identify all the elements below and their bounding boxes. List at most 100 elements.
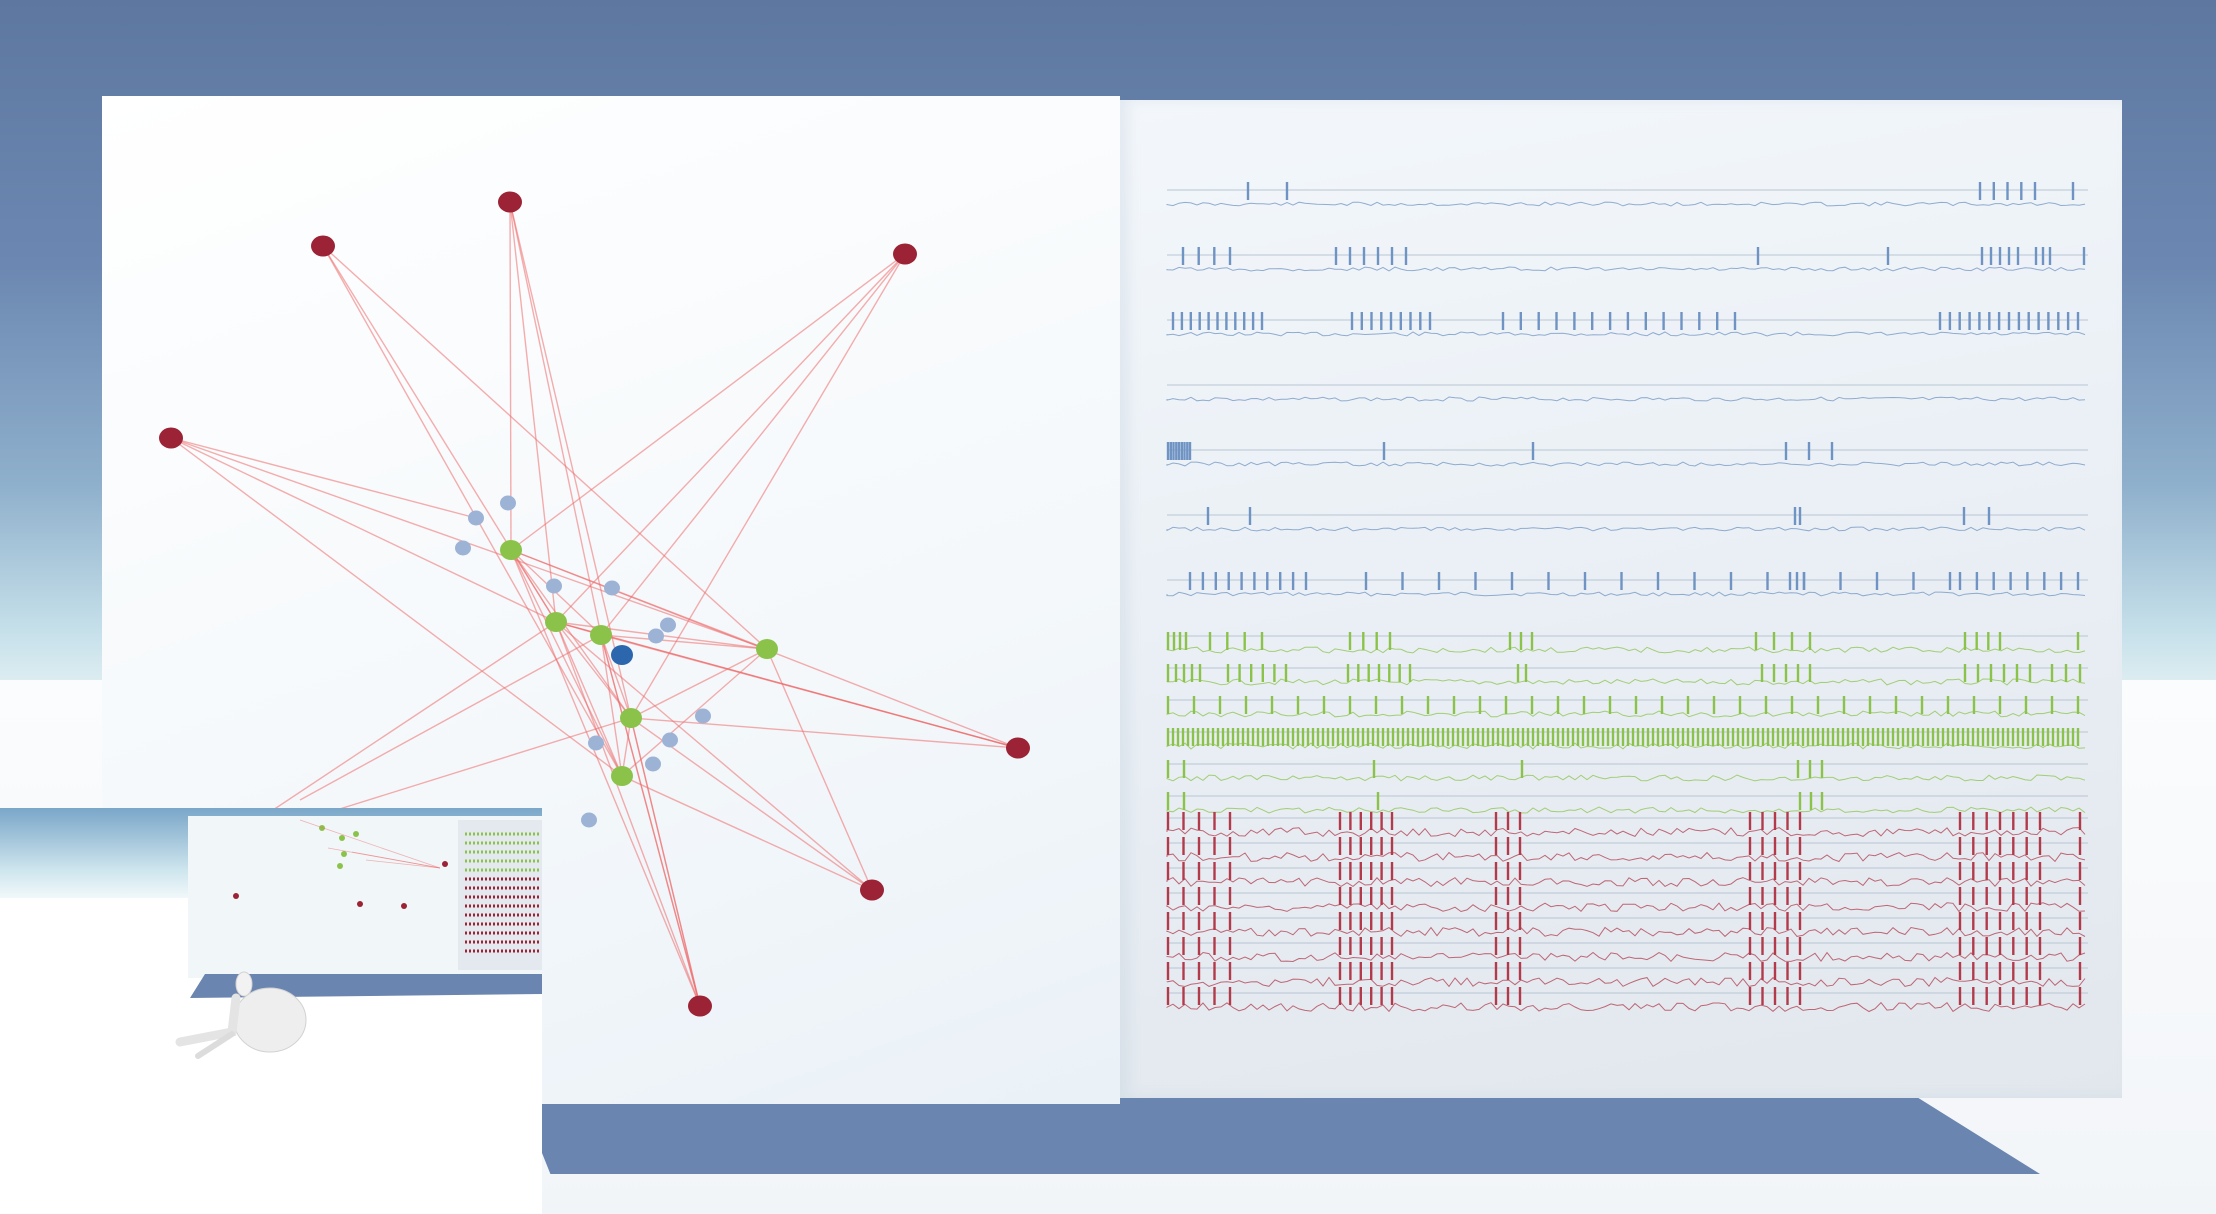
excitatory-neuron <box>620 708 642 728</box>
membrane-trace <box>1166 806 2086 814</box>
excitatory-neuron <box>590 625 612 645</box>
input-neuron <box>159 427 183 449</box>
inhibitory-neuron <box>546 578 562 594</box>
synapse-edge <box>600 634 632 719</box>
robot-leg <box>195 1031 235 1059</box>
inhibitory-neuron <box>645 756 661 772</box>
minimap-synapse <box>365 859 441 869</box>
membrane-trace <box>1166 926 2086 938</box>
minimap-excitatory-neuron <box>337 863 343 869</box>
inhibitory-neuron <box>662 732 678 748</box>
membrane-trace <box>1166 1001 2086 1013</box>
synapse-edge <box>600 634 623 777</box>
synapse-edge <box>766 648 873 891</box>
inhibitory-neuron <box>695 708 711 724</box>
synapse-edge <box>600 253 906 636</box>
synapse-edge <box>510 253 906 551</box>
membrane-trace <box>1166 266 2086 272</box>
minimap-excitatory-neuron <box>353 831 359 837</box>
minimap-excitatory-neuron <box>341 851 347 857</box>
synapse-edge <box>630 717 1019 749</box>
synapse-edge <box>170 437 623 777</box>
synapse-edge <box>621 648 768 777</box>
excitatory-neuron <box>756 639 778 659</box>
minimap-synapse <box>299 819 441 869</box>
membrane-trace <box>1166 678 2086 686</box>
synapse-edge <box>509 201 602 636</box>
excitatory-neuron <box>500 540 522 560</box>
selected-neuron <box>611 645 633 665</box>
synapse-edge <box>322 245 768 650</box>
minimap-input-neuron <box>442 861 448 867</box>
synapse-edge <box>600 634 701 1007</box>
synapse-edge <box>322 245 623 777</box>
minimap-panel-right <box>458 820 542 970</box>
synapse-edge <box>510 549 557 623</box>
synapse-edge <box>621 775 873 891</box>
membrane-trace <box>1166 646 2086 654</box>
input-neuron <box>688 995 712 1017</box>
membrane-trace <box>1166 827 2086 838</box>
membrane-trace <box>1166 201 2086 207</box>
membrane-trace <box>1166 902 2086 913</box>
input-neuron <box>1006 737 1030 759</box>
minimap-input-neuron <box>233 893 239 899</box>
minimap-view[interactable] <box>0 808 542 1214</box>
synapse-edge <box>600 634 768 650</box>
synapse-edge <box>269 621 557 813</box>
membrane-trace <box>1166 331 2086 337</box>
synapse-edge <box>509 201 557 623</box>
minimap-synapse <box>351 851 441 869</box>
membrane-trace <box>1166 774 2086 782</box>
synapse-edge <box>510 549 768 650</box>
inhibitory-neuron <box>648 628 664 644</box>
excitatory-neuron <box>545 612 567 632</box>
inhibitory-neuron <box>604 580 620 596</box>
inhibitory-neuron <box>660 617 676 633</box>
inhibitory-neuron <box>468 510 484 526</box>
membrane-trace <box>1166 396 2086 402</box>
membrane-trace <box>1166 461 2086 467</box>
inhibitory-neuron <box>455 540 471 556</box>
inhibitory-neuron <box>500 495 516 511</box>
synapse-edge <box>509 201 512 551</box>
synapse-edge <box>555 621 873 891</box>
minimap-excitatory-neuron <box>339 835 345 841</box>
robot-head <box>235 971 253 997</box>
synapse-edge <box>510 549 701 1007</box>
synapse-edge <box>555 253 906 623</box>
membrane-trace <box>1166 710 2086 718</box>
membrane-trace <box>1166 851 2086 863</box>
input-neuron <box>860 879 884 901</box>
membrane-trace <box>1166 591 2086 597</box>
synapse-edge <box>555 621 701 1007</box>
synapse-edge <box>329 717 632 813</box>
synapse-edge <box>510 549 632 719</box>
minimap-input-neuron <box>357 901 363 907</box>
membrane-trace <box>1166 526 2086 532</box>
synapse-edge <box>170 437 477 519</box>
minimap-input-neuron <box>401 903 407 909</box>
inhibitory-neuron <box>581 812 597 828</box>
synapse-edge <box>299 634 602 801</box>
synapse-edge <box>170 437 557 623</box>
inhibitory-neuron <box>588 735 604 751</box>
screen-base-shadow <box>520 1098 2040 1174</box>
robot-icon <box>233 987 307 1053</box>
input-neuron <box>498 191 522 213</box>
membrane-trace <box>1166 976 2086 988</box>
synapse-edge <box>630 648 768 719</box>
membrane-trace <box>1166 951 2086 963</box>
input-neuron <box>893 243 917 265</box>
excitatory-neuron <box>611 766 633 786</box>
synapse-edge <box>555 621 623 777</box>
minimap-excitatory-neuron <box>319 825 325 831</box>
synapse-edge <box>630 717 701 1007</box>
membrane-trace <box>1166 876 2086 888</box>
synapse-edge <box>555 621 1019 749</box>
input-neuron <box>311 235 335 257</box>
membrane-trace <box>1166 742 2086 750</box>
synapse-edge <box>630 253 906 719</box>
